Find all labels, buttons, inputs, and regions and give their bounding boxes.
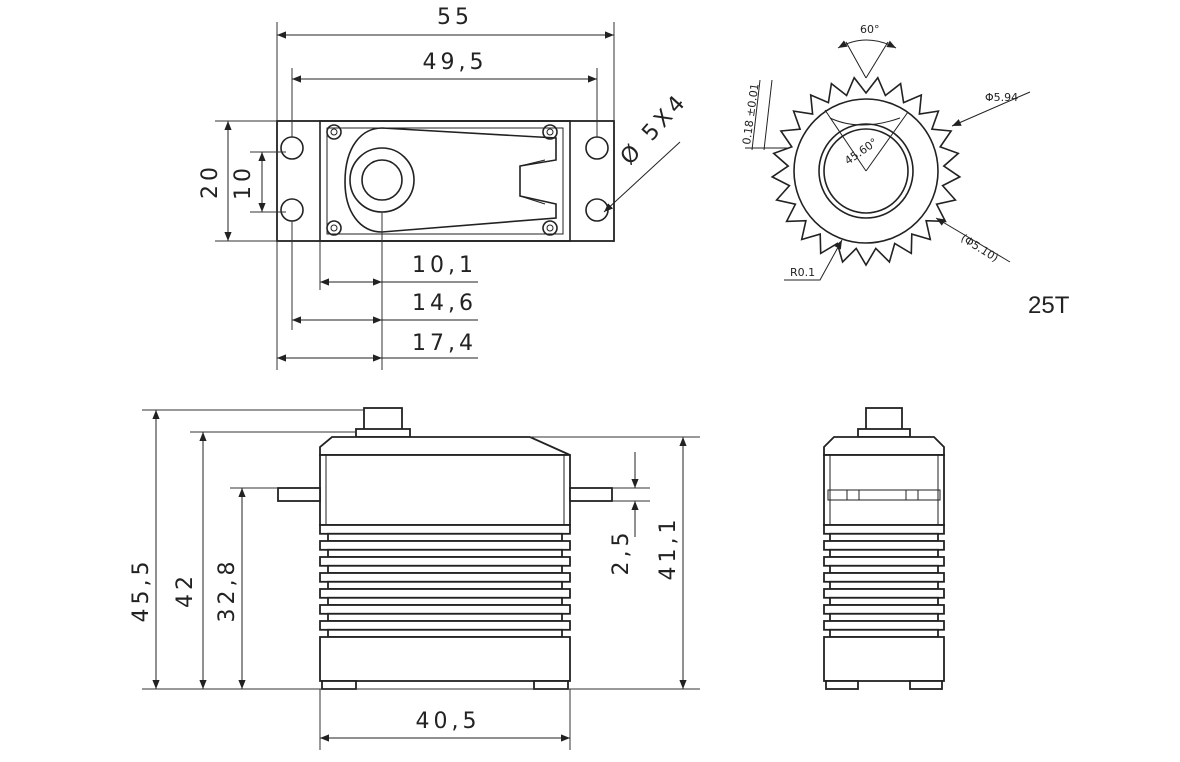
cooling-fin	[823, 572, 945, 583]
tooth-count-label: 25T	[1028, 292, 1070, 319]
fin-gap	[829, 532, 939, 542]
cooling-fin	[319, 604, 571, 615]
dim-20: 20	[198, 163, 223, 199]
cooling-fin	[319, 572, 571, 583]
dim-17-4: 17,4	[412, 331, 477, 356]
fin-gap	[327, 612, 563, 622]
cooling-fin	[823, 620, 945, 631]
cooling-fin	[823, 556, 945, 567]
front-shaft	[363, 407, 403, 431]
dim-60-deg: 60°	[860, 23, 880, 36]
dim-hole-spec: Ø 5X4	[616, 88, 693, 170]
fin-gap	[327, 564, 563, 574]
dim-radius: R0.1	[790, 266, 815, 279]
dim-40-5: 40,5	[416, 709, 481, 734]
dim-55: 55	[437, 5, 473, 30]
spline-detail: 60° Φ5.94 0.18 ±0.01 45.60° (Φ5.10) R0.1…	[740, 23, 1070, 319]
dim-14-6: 14,6	[412, 291, 477, 316]
cooling-fin	[319, 588, 571, 599]
dim-42: 42	[173, 572, 198, 608]
fin-gap	[327, 532, 563, 542]
cooling-fin	[823, 540, 945, 551]
front-top-cover	[319, 436, 571, 456]
dim-outer-dia: Φ5.94	[985, 91, 1018, 104]
dim-10: 10	[231, 164, 256, 200]
spline-gear-icon	[770, 76, 962, 267]
fin-gap	[327, 596, 563, 606]
dim-32-8: 32,8	[215, 558, 240, 623]
fin-gap	[829, 548, 939, 558]
side-cooling-fins	[823, 524, 945, 638]
cooling-fins	[319, 524, 571, 638]
cooling-fin	[319, 540, 571, 551]
top-view: 55 49,5 20 10 Ø 5X4 10,1 14,6 17,4	[198, 5, 693, 370]
fin-gap	[829, 596, 939, 606]
front-flange-right	[569, 487, 613, 502]
front-upper-body	[319, 454, 571, 526]
fin-gap	[327, 580, 563, 590]
dim-10-1: 10,1	[412, 253, 477, 278]
dim-2-5: 2,5	[609, 529, 634, 576]
fin-gap	[327, 628, 563, 638]
cooling-fin	[319, 620, 571, 631]
front-flange-left	[277, 487, 321, 502]
side-view	[823, 407, 945, 690]
top-body-outline	[319, 120, 571, 242]
dim-tooth-angle: 45.60°	[842, 136, 880, 168]
front-lower-body	[319, 636, 571, 682]
dim-root-dia: (Φ5.10)	[958, 232, 1000, 265]
side-shaft	[865, 407, 903, 431]
dim-45-5: 45,5	[129, 558, 154, 623]
cooling-fin	[823, 524, 945, 535]
top-cover-outline	[344, 127, 557, 233]
cooling-fin	[823, 588, 945, 599]
side-lower-body	[823, 636, 945, 682]
cooling-fin	[823, 604, 945, 615]
dim-49-5: 49,5	[423, 50, 488, 75]
fin-gap	[829, 580, 939, 590]
fin-gap	[327, 548, 563, 558]
cooling-fin	[319, 556, 571, 567]
fin-gap	[829, 564, 939, 574]
cooling-fin	[319, 524, 571, 535]
dim-41-1: 41,1	[656, 516, 681, 581]
screw-icon	[326, 124, 558, 236]
front-view: 45,5 42 32,8 2,5 41,1 40,5	[129, 407, 700, 750]
fin-gap	[829, 628, 939, 638]
dim-tooth-depth: 0.18 ±0.01	[740, 83, 761, 146]
fin-gap	[829, 612, 939, 622]
